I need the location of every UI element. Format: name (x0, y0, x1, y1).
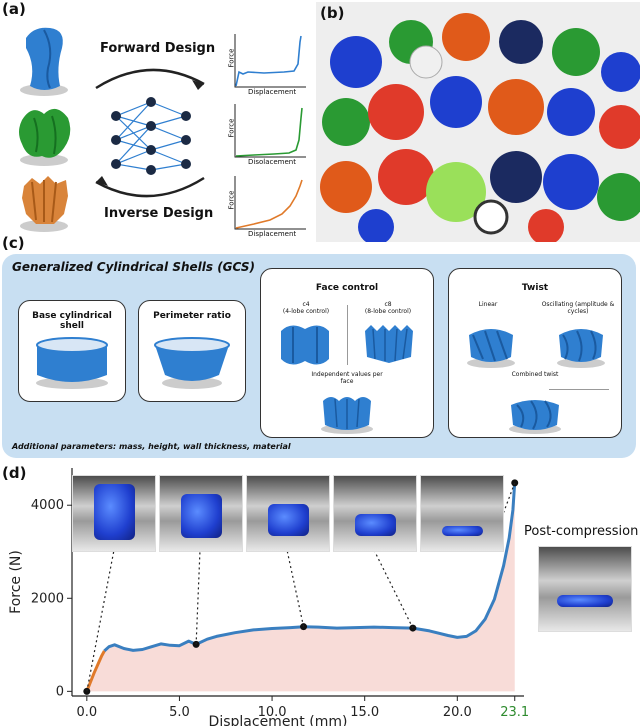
base-shell-render (36, 337, 108, 389)
area-fill (86, 482, 515, 692)
base-shell-label: Base cylindrical shell (32, 311, 112, 331)
independent-shell-render (321, 397, 373, 434)
panel-label-b: (b) (320, 4, 345, 22)
independent-values-label: Independent values per face (311, 371, 383, 385)
y-axis-label: Force (N) (8, 550, 24, 614)
c4-shell-render (281, 325, 329, 365)
x-axis-label: Displacement (mm) (209, 714, 348, 726)
post-compression-photo (538, 546, 632, 632)
y-tick-label: 2000 (31, 591, 64, 606)
y-tick-label: 4000 (31, 498, 64, 513)
x-tick-label: 15.0 (350, 705, 379, 720)
x-tick-label: 0.0 (76, 705, 97, 720)
design-loop-arrows (95, 68, 205, 198)
x-tick-label: 10.0 (258, 705, 287, 720)
compression-photo-5 (420, 475, 504, 552)
oscillating-label: Oscillating (amplitude & cycles) (541, 301, 615, 315)
face-control-box: Face control c4(4-lobe control) c8(8-lob… (260, 268, 434, 438)
mini-plot-xlabel: Displacement (248, 230, 297, 238)
linear-twist-render (467, 329, 515, 368)
compression-photo-3 (246, 475, 330, 552)
face-control-label: Face control (315, 283, 379, 293)
perimeter-ratio-box: Perimeter ratio (138, 300, 246, 402)
series-line-1 (85, 650, 106, 692)
panel-label-c: (c) (2, 234, 25, 252)
forward-design-label: Forward Design (100, 41, 216, 56)
base-shell-box: Base cylindrical shell (18, 300, 126, 402)
gcs-title: Generalized Cylindrical Shells (GCS) (12, 260, 256, 274)
inverse-design-label: Inverse Design (104, 206, 214, 221)
series-line-2 (103, 482, 517, 653)
shell-collection-photo (316, 2, 640, 242)
mini-plot-blue: Force Displacement (226, 34, 306, 96)
leader-line (373, 549, 414, 629)
c8-label: c8(8-lobe control) (364, 301, 412, 315)
x-tick-label: 23.1 (500, 705, 529, 720)
post-compression-label: Post-compression (524, 524, 639, 539)
perimeter-ratio-label: Perimeter ratio (153, 311, 231, 321)
x-tick-label: 5.0 (169, 705, 190, 720)
mini-plot-xlabel: Displacement (248, 88, 297, 96)
panel-label-d: (d) (2, 464, 27, 482)
y-tick-label: 0 (56, 684, 64, 699)
perimeter-ratio-render (154, 337, 230, 389)
leader-line (86, 549, 115, 692)
leader-line (499, 482, 516, 523)
oscillating-twist-render (557, 329, 605, 368)
shell-render-blue (20, 27, 68, 96)
mini-plot-orange: Force Displacement (226, 176, 306, 238)
x-tick-label: 20.0 (443, 705, 472, 720)
neural-network-icon (111, 97, 191, 175)
c4-label: c4(4-lobe control) (282, 301, 330, 315)
twist-label: Twist (521, 283, 549, 293)
c8-shell-render (365, 325, 413, 363)
mini-plot-green: Force Disolacement (226, 104, 306, 166)
compression-photo-1 (72, 475, 156, 552)
shell-render-green (19, 108, 71, 166)
leader-line (195, 549, 201, 645)
panel-label-a: (a) (2, 0, 26, 18)
force-displacement-chart: 0.0 5.0 10.0 15.0 20.0 23.1 0 2000 4000Displacem… (8, 468, 529, 726)
mini-plot-xlabel: Disolacement (248, 158, 296, 166)
compression-photo-4 (333, 475, 417, 552)
combined-twist-label: Combined twist (511, 371, 559, 378)
leader-line (286, 549, 305, 627)
compression-photo-2 (159, 475, 243, 552)
twist-box: Twist Linear Oscillating (amplitude & cy… (448, 268, 622, 438)
linear-label: Linear (478, 301, 498, 308)
additional-parameters: Additional parameters: mass, height, wal… (12, 442, 291, 451)
combined-twist-render (509, 400, 561, 434)
gcs-panel: Generalized Cylindrical Shells (GCS) Bas… (2, 254, 636, 458)
shell-render-orange (20, 176, 68, 232)
